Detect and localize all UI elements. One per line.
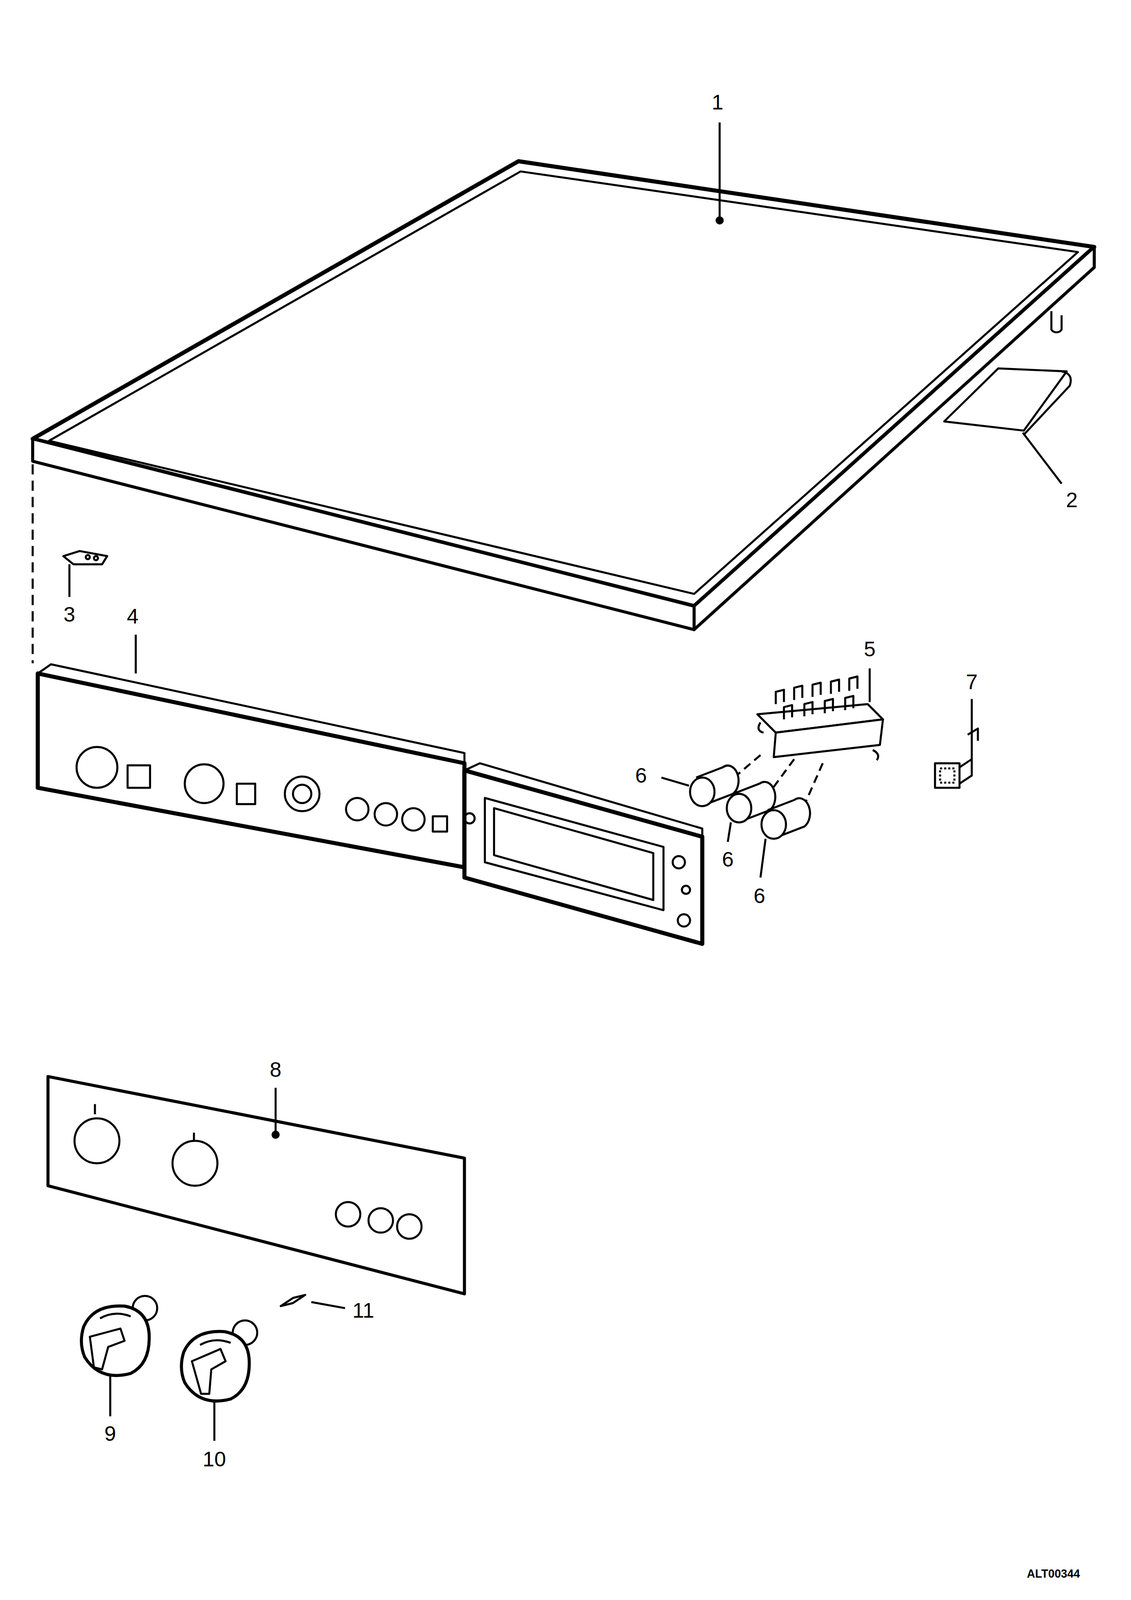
fascia-plate <box>47 1076 465 1295</box>
callout-number: 1 <box>709 90 726 114</box>
callout-number: 3 <box>61 603 78 626</box>
capacitors <box>661 765 811 878</box>
indicator-lamp <box>934 699 978 789</box>
control-knobs <box>81 1296 257 1442</box>
spring-clip <box>280 1295 345 1309</box>
callout-number: 9 <box>102 1422 119 1446</box>
callout-number: 6 <box>719 848 736 871</box>
callout-number: 4 <box>125 604 141 628</box>
callout-number: 11 <box>350 1299 377 1323</box>
callout-number: 2 <box>1063 488 1080 512</box>
callout-number: 8 <box>267 1058 284 1082</box>
callout-number: 10 <box>200 1448 228 1471</box>
callout-number: 5 <box>861 637 878 661</box>
bracket <box>944 368 1071 485</box>
control-panel <box>37 635 703 945</box>
callout-number: 6 <box>633 764 649 788</box>
clip <box>63 551 108 598</box>
callout-number: 6 <box>751 884 768 908</box>
cooktop <box>32 122 1095 664</box>
callout-number: 7 <box>964 670 980 694</box>
drawing-code: ALT00344 <box>1025 1567 1082 1581</box>
